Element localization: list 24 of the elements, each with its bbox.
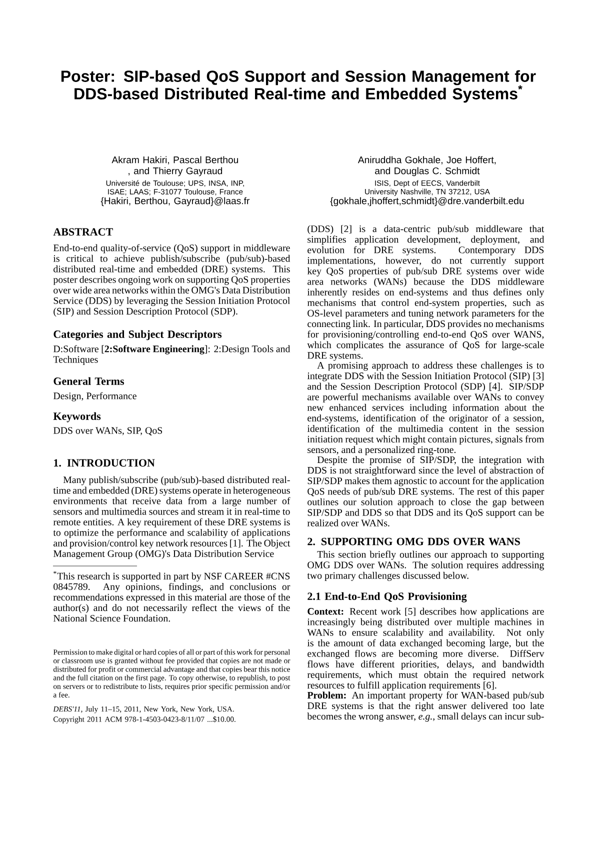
- email-address: {Hakiri, Berthou, Gayraud}@laas.fr: [100, 197, 250, 206]
- email-address: {gokhale,jhoffert,schmidt}@dre.vanderbilt.edu: [330, 197, 524, 206]
- section-heading: 2.1 End-to-End QoS Provisioning: [308, 592, 467, 602]
- paragraph: DDS over WANs, SIP, QoS: [53, 427, 162, 436]
- paragraph: Many publish/subscribe (pub/sub)-based distributed real-time and embedded (DRE) systems operate in heterogeneous environments that receive data from a large number of sensors and multimedia sources and stream it in real-time to remote entities. A key requirement of these DRE systems is to optimize the performance and scalability of applications and provision/control key network resources [1]. The Object Management Group (OMG)'s Data Distribution Service: [53, 476, 290, 560]
- paragraph: This section briefly outlines our approach to supporting OMG DDS over WANs. The solution requires addressing two primary challenges discussed below.: [307, 550, 544, 581]
- section-heading: 2. SUPPORTING OMG DDS OVER WANS: [308, 538, 520, 546]
- section-heading: Categories and Subject Descriptors: [54, 330, 222, 340]
- paragraph: (DDS) [2] is a data-centric pub/sub middleware that simplifies application development, deployment, and evolution for DRE systems. Contemporary DDS implementations, however, do not currently support key QoS properties of pub/sub DRE systems over wide area networks (WANs) because the DDS middleware inherently resides on end-systems and thus defines only mechanisms that control end-system properties, such as OS-level parameters and tuning network parameters for the connecting link. In particular, DDS provides no mechanisms for provisioning/controlling end-to-end QoS over WANS, which complicates the assurance of QoS for large-scale DRE systems.: [307, 225, 544, 361]
- paragraph: Context: Recent work [5] describes how applications are increasingly being distributed over multiple machines in WANs to ensure scalability and availability. Not only is the amount of data exchanged becoming large, but the exchanged flows are becoming more diverse. DiffServ flows have different priorities, delays, and bandwidth requirements, which must obtain the required network resources to fulfill application requirements [6].: [307, 608, 544, 691]
- paragraph: A promising approach to address these challenges is to integrate DDS with the Session Initiation Protocol (SIP) [3] and the Session Description Protocol (SDP) [4]. SIP/SDP are powerful mechanisms available over WANs to convey new enhanced services including information about the end-systems, identification of the originator of a session, identification of the multimedia content in the session initiation request which might contain pictures, signals from sensors, and a personalized ring-tone.: [307, 362, 544, 456]
- paragraph: Despite the promise of SIP/SDP, the integration with DDS is not straightforward since the level of abstraction of SIP/SDP makes them agnostic to account for the application QoS needs of pub/sub DRE systems. The rest of this paper outlines our solution approach to close the gap between SIP/SDP and DDS so that DDS and its QoS support can be realized over WANs.: [307, 456, 544, 526]
- paragraph: End-to-end quality-of-service (QoS) support in middleware is critical to achieve publish/subscribe (pub/sub)-based distributed real-time and embedded (DRE) systems. This poster describes ongoing work on supporting QoS properties over wide area networks within the OMG's Data Distribution Service (DDS) by leveraging the Session Initiation Protocol (SIP) and Session Description Protocol (SDP).: [53, 244, 290, 317]
- paragraph: D:Software [2:Software Engineering]: 2:Design Tools and Techniques: [53, 345, 290, 365]
- paragraph: Design, Performance: [53, 392, 136, 402]
- author-names: Akram Hakiri, Pascal Berthou , and Thierry Gayraud: [112, 156, 238, 176]
- paper-title: Poster: SIP-based QoS Support and Session Management for DDS-based Distributed Real-time and Embedded Systems$^{*}$: [61, 70, 536, 103]
- author-names: Aniruddha Gokhale, Joe Hoffert, and Douglas C. Schmidt: [358, 156, 496, 176]
- section-heading: Keywords: [53, 412, 101, 422]
- paragraph: Problem: An important property for WAN-based pub/sub DRE systems is that the right answer delivered too late becomes the wrong answer, e.g., small delays can incur sub-: [307, 691, 544, 722]
- section-heading: ABSTRACT: [53, 228, 113, 236]
- footnote: $^{*}$This research is supported in part by NSF CAREER #CNS 0845789. Any opinions, findings, and conclusions or recommendations expressed in this material are those of the author(s) and do not necessarily reflect the views of the National Science Foundation.: [53, 571, 290, 622]
- section-heading: 1. INTRODUCTION: [54, 459, 155, 467]
- section-heading: General Terms: [54, 377, 124, 385]
